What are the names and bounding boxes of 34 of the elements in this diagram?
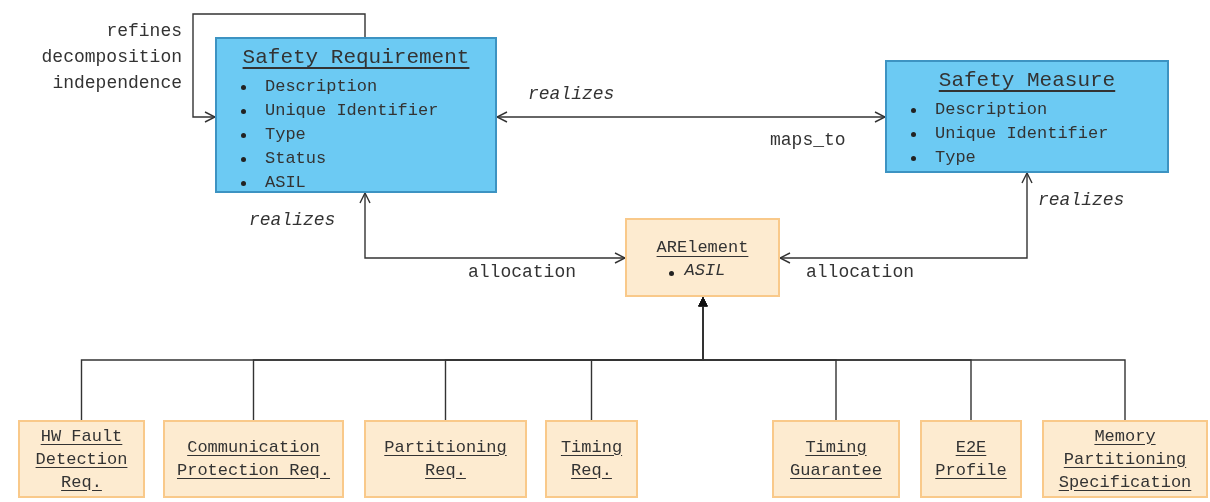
attribute-item: ASIL: [656, 260, 749, 281]
element-name: Timing Req.: [559, 437, 624, 482]
association-arrow: [779, 172, 1033, 264]
element-box: [545, 420, 638, 498]
element-box: [920, 420, 1022, 498]
association-arrow: [496, 111, 886, 123]
element-box: [163, 420, 344, 498]
attribute-item: Description: [899, 98, 1155, 122]
attribute-item: ASIL: [229, 171, 483, 195]
attribute-item: Unique Identifier: [229, 99, 483, 123]
element-box: [1042, 420, 1208, 498]
element-name: E2E Profile: [934, 437, 1008, 482]
attribute-item: Description: [229, 75, 483, 99]
generalization-arrow: [698, 296, 1126, 421]
element-box: [625, 218, 780, 297]
attribute-item: Type: [899, 146, 1155, 170]
class-box: [885, 60, 1169, 173]
element-name: HW Fault Detection Req.: [34, 425, 129, 494]
element-box: [364, 420, 527, 498]
element-name: Partitioning Req.: [383, 437, 508, 482]
class-name: Safety Measure: [937, 68, 1117, 94]
element-box: [772, 420, 900, 498]
element-name: Memory Partitioning Specification: [1057, 425, 1193, 494]
class-name: Safety Requirement: [241, 45, 471, 71]
association-arrow: [359, 192, 626, 264]
attribute-item: Type: [229, 123, 483, 147]
element-box: [18, 420, 145, 498]
attribute-item: Status: [229, 147, 483, 171]
element-name: Timing Guarantee: [789, 437, 883, 482]
class-box: [215, 37, 497, 193]
association-arrow: [192, 13, 366, 123]
attribute-item: Unique Identifier: [899, 122, 1155, 146]
class-name: ARElement: [656, 236, 749, 259]
element-name: Communication Protection Req.: [176, 437, 331, 482]
